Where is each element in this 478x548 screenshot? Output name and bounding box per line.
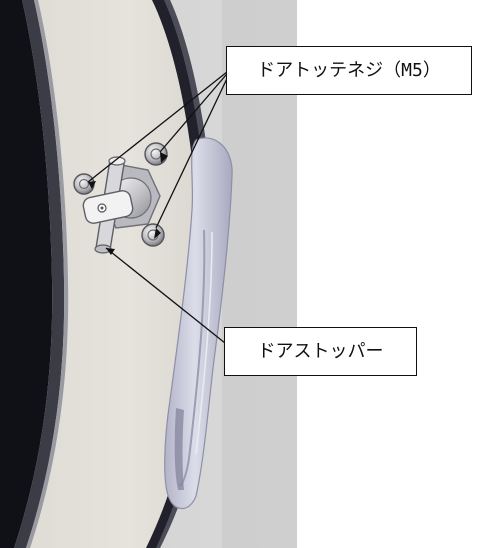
- leader-line: [155, 67, 233, 229]
- screw-head-icon: [141, 223, 165, 247]
- arrowhead: [160, 152, 168, 163]
- door-gasket-edge: [26, 0, 69, 548]
- door-gasket-inner: [14, 0, 65, 548]
- arrowhead: [106, 248, 115, 255]
- leader-line: [87, 67, 233, 183]
- door-screw-label: ドアトッテネジ（M5）: [226, 46, 472, 95]
- door-handle-groove: [179, 229, 206, 487]
- door-stopper-label: ドアストッパー: [224, 327, 417, 376]
- leader-line: [159, 67, 233, 153]
- arrowhead: [88, 181, 96, 189]
- door-gasket: [0, 0, 53, 548]
- leader-line: [105, 247, 231, 348]
- door-handle-slot: [174, 408, 184, 490]
- arrowhead: [154, 228, 161, 239]
- door-handle-groove: [195, 231, 213, 455]
